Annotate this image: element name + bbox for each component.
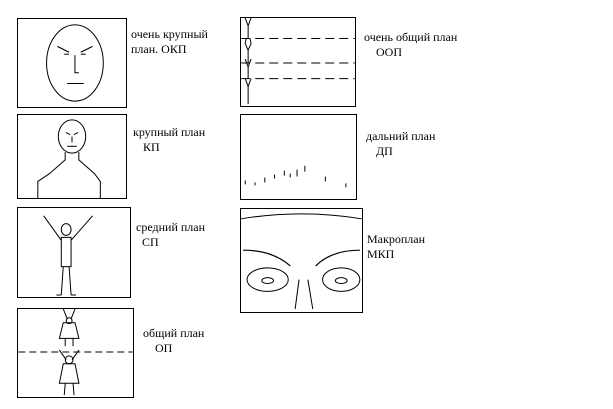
dp-label-name: дальний план xyxy=(366,129,436,143)
sp-frame xyxy=(17,207,131,298)
closeup-bust-drawing xyxy=(18,115,126,198)
mkp-label-name: Макроплан xyxy=(367,232,425,246)
op-label-name: общий план xyxy=(143,326,205,340)
dp-label-abbr: ДП xyxy=(376,144,393,158)
sp-label-name: средний план xyxy=(136,220,206,234)
kp-label-name: крупный план xyxy=(133,125,206,139)
kp-label-abbr: КП xyxy=(143,140,160,154)
oop-label-name: очень общий план xyxy=(364,30,458,44)
macro-eyes-drawing xyxy=(241,209,362,312)
dp-label: дальний план ДП xyxy=(366,129,435,159)
mkp-label-abbr: МКП xyxy=(367,247,395,261)
op-label: общий план ОП xyxy=(143,326,204,356)
very-long-shot-drawing xyxy=(241,18,355,106)
sp-label-abbr: СП xyxy=(142,235,159,249)
op-label-abbr: ОП xyxy=(155,341,173,355)
medium-shot-figure-drawing xyxy=(18,208,130,297)
okp-label: очень крупный план. ОКП xyxy=(131,27,208,57)
kp-frame xyxy=(17,114,127,199)
kp-label: крупный план КП xyxy=(133,125,205,155)
okp-frame xyxy=(17,18,127,108)
sp-label: средний план СП xyxy=(136,220,205,250)
extreme-closeup-face-drawing xyxy=(18,19,126,107)
long-shot-figures-drawing xyxy=(18,309,133,397)
oop-label-abbr: ООП xyxy=(376,45,402,59)
okp-label-line2: план. ОКП xyxy=(131,42,187,56)
extreme-long-shot-drawing xyxy=(241,115,356,199)
oop-label: очень общий план ООП xyxy=(364,30,457,60)
okp-label-line1: очень крупный xyxy=(131,27,208,41)
mkp-label: Макроплан МКП xyxy=(367,232,425,262)
dp-frame xyxy=(240,114,357,200)
op-frame xyxy=(17,308,134,398)
oop-frame xyxy=(240,17,356,107)
mkp-frame xyxy=(240,208,363,313)
